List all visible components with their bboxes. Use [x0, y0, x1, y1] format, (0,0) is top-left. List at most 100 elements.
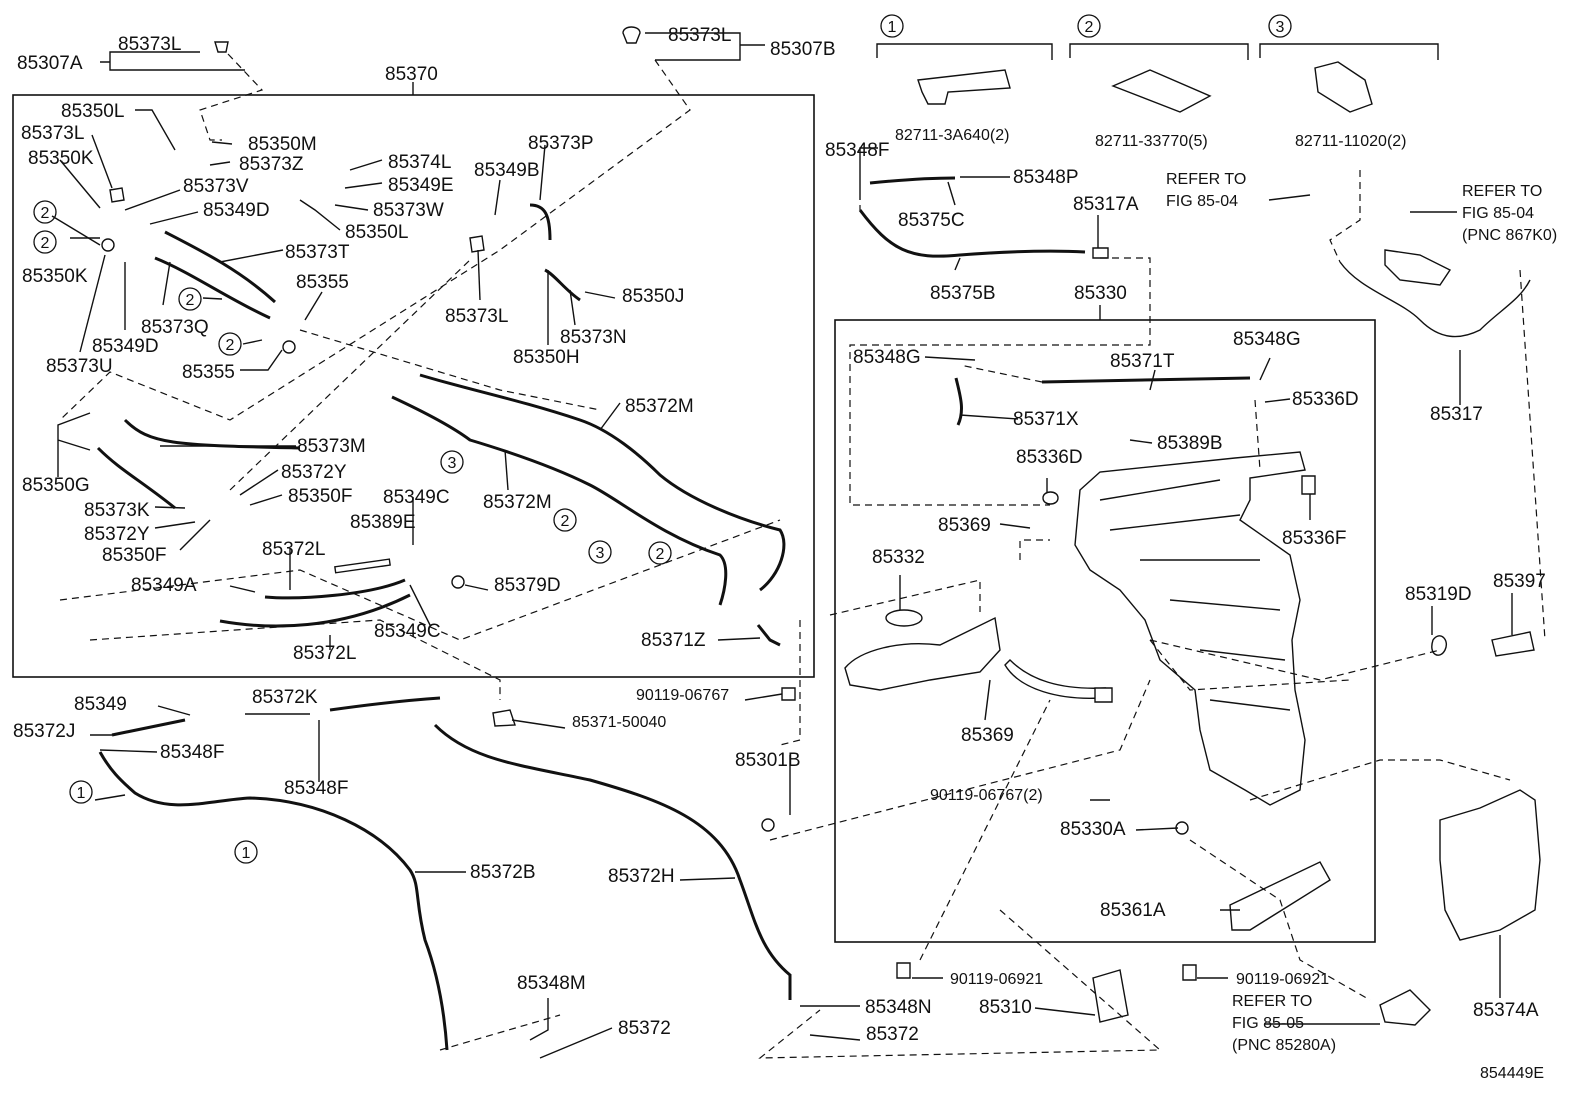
- clip-82711-11020-icon: [1314, 61, 1373, 113]
- label-85349d-b: 85349D: [92, 336, 159, 357]
- hose-85373n: [544, 268, 581, 302]
- label-85350l-b: 85350L: [345, 222, 408, 243]
- label-85332: 85332: [872, 547, 925, 568]
- refer-0505-line3: (PNC 85280A): [1232, 1037, 1336, 1054]
- label-85379d: 85379D: [494, 575, 561, 596]
- label-90119-06767-b: 90119-06767(2): [930, 787, 1043, 804]
- label-85307b: 85307B: [770, 39, 836, 60]
- label-85349c-a: 85349C: [383, 487, 450, 508]
- legend-part-1: 82711-3A640(2): [895, 127, 1009, 144]
- label-85373p: 85373P: [528, 133, 594, 154]
- leader-line: [299, 199, 341, 231]
- label-85372y-b: 85372Y: [84, 524, 150, 545]
- leader-line: [1259, 357, 1271, 381]
- reference-dashed-line: [59, 519, 781, 641]
- leader-line: [511, 719, 566, 729]
- label-85319d: 85319D: [1405, 584, 1472, 605]
- circle-callouts: 2 2 2 2 3 2 3 2 1 1: [33, 200, 672, 864]
- leader-line: [239, 469, 279, 496]
- callout-number: 3: [596, 545, 605, 562]
- leader-line: [744, 693, 783, 701]
- leader-line: [240, 339, 283, 371]
- reference-dashed-line: [849, 257, 1151, 506]
- hose-85371t: [1041, 376, 1251, 384]
- hose-85375b: [858, 209, 1086, 258]
- reference-dashed-line: [1149, 639, 1351, 691]
- label-85373v: 85373V: [183, 176, 249, 197]
- label-85373l-b: 85373L: [668, 25, 731, 46]
- leader-line: [94, 794, 126, 801]
- label-85350j: 85350J: [622, 286, 684, 307]
- leader-line: [349, 159, 383, 171]
- label-85348g-b: 85348G: [1233, 329, 1301, 350]
- leader-line: [1135, 827, 1179, 831]
- label-85371t: 85371T: [1110, 351, 1175, 372]
- callout-circle: [33, 230, 57, 254]
- label-85350m: 85350M: [248, 134, 317, 155]
- label-85336f: 85336F: [1282, 528, 1346, 549]
- label-85348n: 85348N: [865, 997, 932, 1018]
- label-85301b: 85301B: [735, 750, 801, 771]
- reference-dashed-line: [59, 59, 691, 421]
- reference-dashed-line: [439, 1014, 561, 1051]
- clip-85379d: [451, 575, 465, 589]
- leader-line: [924, 356, 976, 361]
- label-85389b: 85389B: [1157, 433, 1223, 454]
- hoses-lower: [98, 176, 1251, 1051]
- legend-bracket-1: [876, 43, 1053, 60]
- callout-number: 1: [242, 845, 251, 862]
- harness-85317: [1339, 249, 1531, 338]
- label-85373l-a: 85373L: [118, 34, 181, 55]
- inlet-hose-85369: [1004, 659, 1107, 699]
- connector-85373l-left: [109, 187, 125, 203]
- hose-85372l-upper: [264, 578, 406, 600]
- refer-0504b-line3: (PNC 867K0): [1462, 227, 1557, 244]
- hose-85373m: [123, 418, 301, 450]
- leader-line: [984, 679, 991, 721]
- label-85355-a: 85355: [296, 272, 349, 293]
- leader-line: [599, 402, 621, 431]
- label-85330a: 85330A: [1060, 819, 1126, 840]
- callout-circle: [440, 450, 464, 474]
- reference-dashed-line: [199, 53, 264, 141]
- label-85307a: 85307A: [17, 53, 83, 74]
- callout-circle: [588, 540, 612, 564]
- pump-85310: [1092, 969, 1129, 1023]
- hose-85371z: [756, 624, 781, 647]
- connector-85373l-mid: [469, 235, 485, 253]
- part-labels: 85307A 85373L 85370 85373L 85307B 85350L…: [13, 25, 1557, 1082]
- leader-line: [334, 204, 369, 211]
- leader-line: [149, 211, 199, 225]
- label-85369-a: 85369: [938, 515, 991, 536]
- bolt-90119-06921-b: [1182, 964, 1197, 981]
- leader-line: [494, 179, 501, 216]
- label-85372j: 85372J: [13, 721, 75, 742]
- hose-85373p: [529, 203, 552, 241]
- reference-dashed-line: [1519, 269, 1546, 641]
- label-85372l-b: 85372L: [293, 643, 356, 664]
- legend-marker-3-text: 3: [1276, 19, 1285, 36]
- assembly-85330-box: [834, 319, 1376, 943]
- label-85373w: 85373W: [373, 200, 444, 221]
- callout-3-b: 3: [588, 540, 612, 564]
- refer-0504a-line2: FIG 85-04: [1166, 193, 1238, 210]
- leader-line: [1264, 398, 1291, 403]
- reference-dashed-line: [299, 329, 601, 411]
- legend: 1 82711-3A640(2) 2 82711-33770(5) 3 8271…: [876, 14, 1439, 150]
- label-85389e: 85389E: [350, 512, 416, 533]
- label-85349c-b: 85349C: [374, 621, 441, 642]
- reference-dashed-line: [769, 679, 1151, 841]
- small-parts: [101, 26, 1535, 1026]
- label-85350g: 85350G: [22, 475, 90, 496]
- pad-85389e: [334, 558, 391, 574]
- leader-line: [717, 637, 761, 641]
- clip-85373u: [101, 238, 115, 252]
- label-85373n: 85373N: [560, 327, 627, 348]
- label-85350l-a: 85350L: [61, 101, 124, 122]
- hose-85373k: [96, 446, 176, 510]
- label-85348f-c: 85348F: [825, 140, 889, 161]
- leader-line: [529, 998, 549, 1041]
- legend-bracket-3: [1259, 43, 1439, 60]
- leader-line: [219, 249, 284, 263]
- leader-line: [99, 749, 158, 753]
